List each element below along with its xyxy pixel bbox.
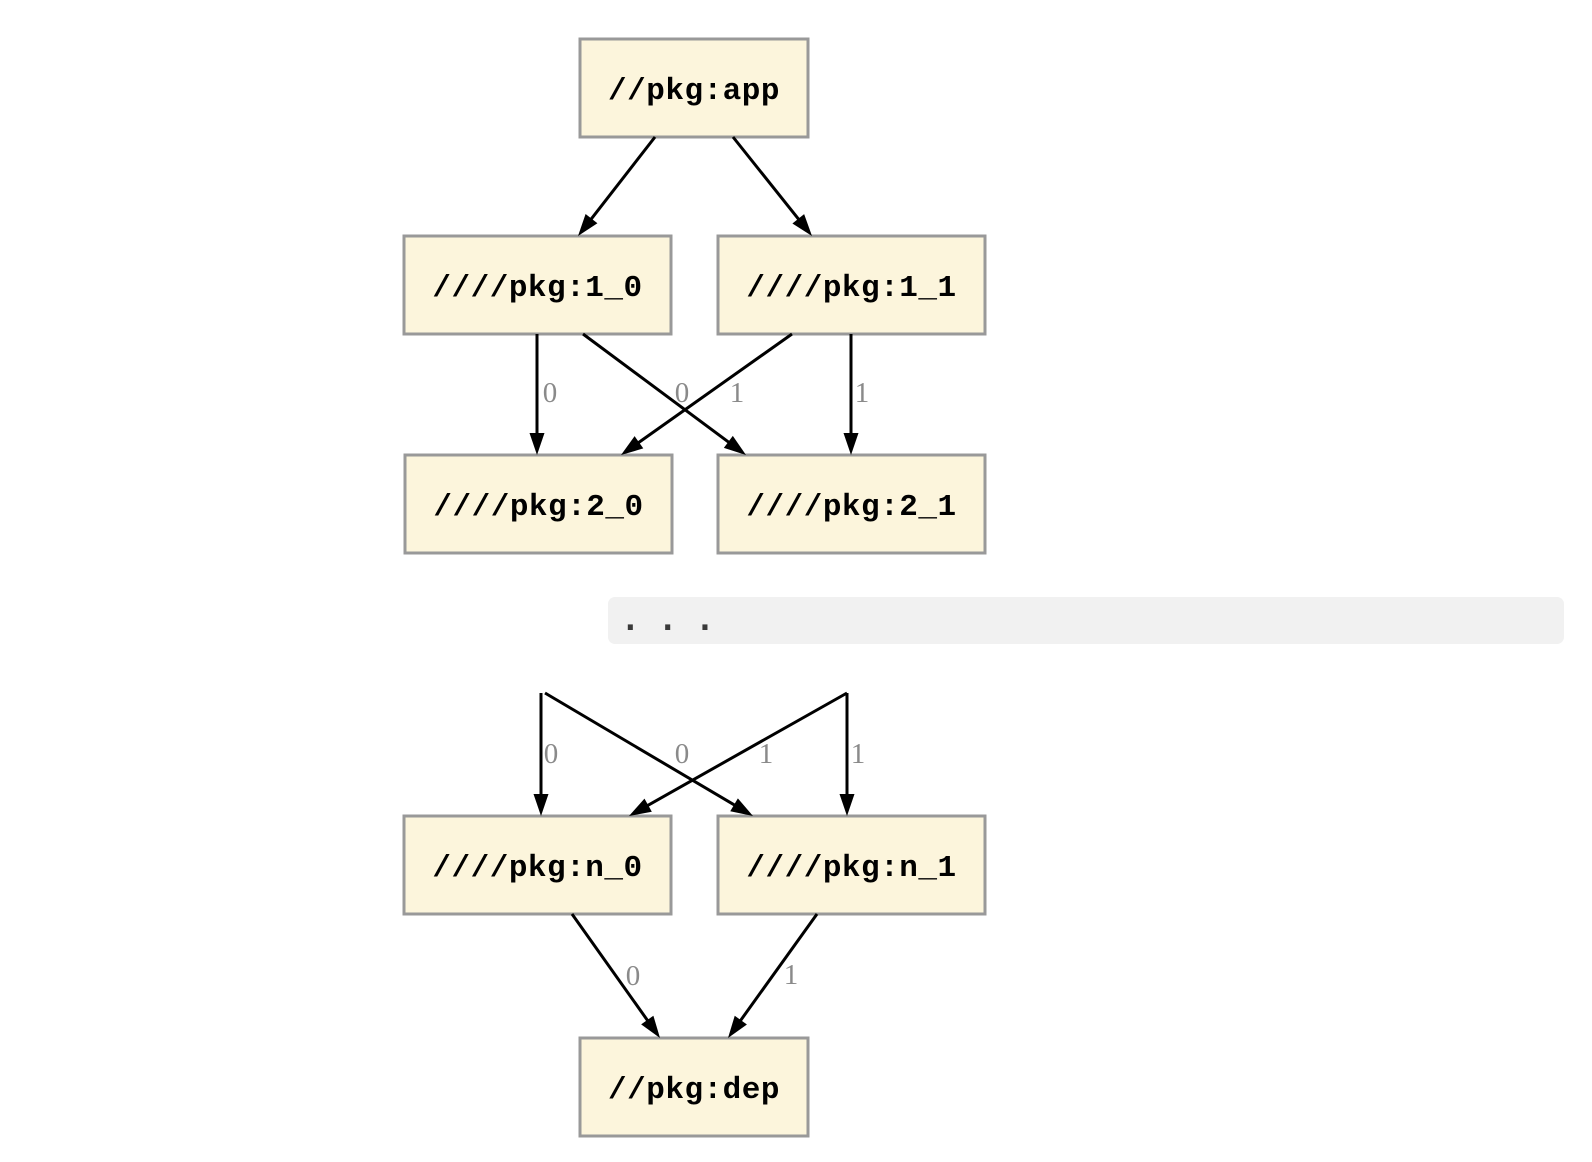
graph-node-label: //pkg:app	[608, 74, 780, 109]
graph-edge-1_0-2_0: 0	[529, 334, 558, 455]
graph-node-label: //pkg:dep	[608, 1073, 780, 1108]
graph-edge-line	[544, 691, 739, 809]
graph-node-2_1: ////pkg:2_1	[716, 453, 987, 555]
graph-edge-line	[731, 136, 802, 223]
arrowhead-icon	[723, 435, 746, 455]
graph-node-n_0: ////pkg:n_0	[402, 814, 673, 916]
arrowhead-icon	[529, 433, 545, 455]
graph-node-app: //pkg:app	[578, 37, 810, 139]
arrowhead-icon	[578, 214, 598, 236]
graph-edge-app-1_1	[731, 136, 812, 236]
graph-node-box	[403, 453, 674, 555]
arrowhead-icon	[629, 798, 652, 816]
arrowhead-icon	[621, 436, 644, 455]
graph-node-box	[578, 37, 810, 139]
arrowhead-icon	[533, 794, 549, 816]
graph-node-box	[716, 453, 987, 555]
graph-edge-line	[587, 136, 657, 223]
graph-edge-label: 1	[855, 377, 870, 409]
graph-edge-label: 0	[626, 960, 641, 992]
ellipsis-code-block: . . .	[608, 597, 1564, 644]
graph-node-box	[716, 234, 987, 336]
graph-edge-app-1_0	[578, 136, 657, 236]
graph-node-label: ////pkg:1_1	[746, 271, 956, 306]
graph-node-2_0: ////pkg:2_0	[403, 453, 674, 555]
graph-edge-line	[737, 913, 819, 1025]
graph-node-label: ////pkg:n_0	[432, 851, 642, 886]
arrowhead-icon	[839, 794, 855, 816]
graph-node-box	[402, 814, 673, 916]
graph-edge-prev_1-n_1: 1	[839, 693, 866, 816]
graph-edge-label: 0	[544, 738, 559, 770]
ellipsis-text: . . .	[621, 602, 715, 638]
graph-edge-line	[582, 332, 733, 446]
graph-edge-prev_1-n_0: 1	[629, 691, 848, 816]
graph-edge-line	[643, 691, 848, 809]
graph-node-label: ////pkg:n_1	[746, 851, 956, 886]
graph-edge-1_1-2_1: 1	[843, 334, 870, 455]
graph-node-n_1: ////pkg:n_1	[716, 814, 987, 916]
graph-edge-n_1-dep: 1	[728, 913, 819, 1038]
graph-edge-label: 0	[543, 377, 558, 409]
graph-edge-label: 1	[784, 959, 799, 991]
graph-node-box	[578, 1036, 810, 1138]
graph-node-1_0: ////pkg:1_0	[402, 234, 673, 336]
graph-node-dep: //pkg:dep	[578, 1036, 810, 1138]
arrowhead-icon	[730, 798, 753, 816]
arrowhead-icon	[843, 433, 859, 455]
graph-node-1_1: ////pkg:1_1	[716, 234, 987, 336]
graph-edge-label: 1	[851, 738, 866, 770]
graph-edge-label: 0	[675, 377, 690, 409]
graph-edge-prev_0-n_1: 0	[544, 691, 753, 816]
graph-node-label: ////pkg:2_1	[746, 490, 956, 525]
graph-edge-label: 0	[675, 738, 690, 770]
graph-node-box	[402, 234, 673, 336]
graph-edge-line	[634, 332, 793, 446]
arrowhead-icon	[792, 214, 812, 236]
graph-edge-prev_0-n_0: 0	[533, 693, 559, 816]
arrowhead-icon	[728, 1015, 747, 1038]
graph-edge-n_0-dep: 0	[570, 913, 660, 1038]
graph-edge-line	[570, 913, 651, 1025]
graph-edge-label: 1	[759, 738, 774, 770]
arrowhead-icon	[641, 1015, 660, 1038]
graph-node-box	[716, 814, 987, 916]
graph-edge-1_1-2_0: 1	[621, 332, 793, 455]
graph-edge-1_0-2_1: 0	[582, 332, 746, 455]
graph-edge-label: 1	[730, 377, 745, 409]
graph-node-label: ////pkg:2_0	[433, 490, 643, 525]
graph-node-label: ////pkg:1_0	[432, 271, 642, 306]
